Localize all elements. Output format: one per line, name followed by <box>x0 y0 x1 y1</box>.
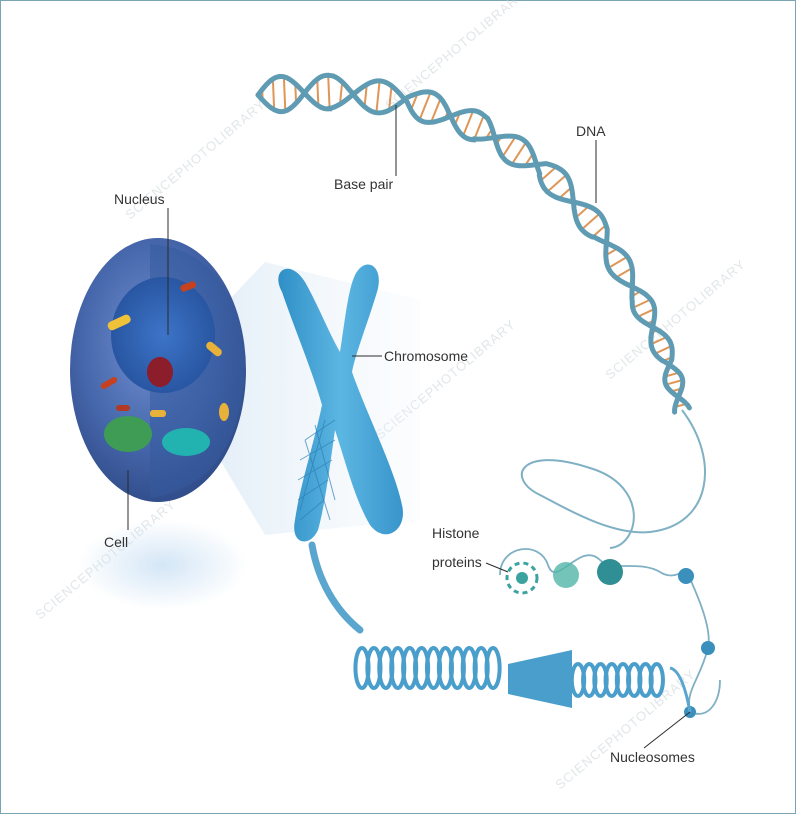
base-pair-rung <box>328 75 329 108</box>
chromatin-tail <box>312 545 360 630</box>
base-pair-rung <box>541 167 557 181</box>
base-pair-rung <box>512 142 526 164</box>
base-pair-rung <box>420 92 431 120</box>
organelle-red <box>116 405 130 411</box>
base-pair-rung <box>633 299 651 307</box>
base-pair-rung <box>284 77 285 111</box>
nucleolus <box>147 357 173 387</box>
nucleosome <box>701 641 715 655</box>
coil-loop <box>487 648 500 688</box>
dna-label: DNA <box>576 123 606 139</box>
base-pair-rung <box>608 257 627 268</box>
nucleosome <box>678 568 694 584</box>
nucleosomes-label: Nucleosomes <box>610 749 695 765</box>
golgi-apparatus <box>104 416 152 452</box>
histone-leader <box>486 563 508 572</box>
coil-loop <box>651 664 663 696</box>
base-pair-rung <box>547 175 566 192</box>
base-pair-rung <box>502 137 515 157</box>
base-pair-rung <box>463 111 473 136</box>
base-pair-rung <box>582 214 600 230</box>
histone-protein <box>553 562 579 588</box>
dna-strand <box>522 410 705 548</box>
base-pair-rung <box>638 309 655 317</box>
base-pair-label: Base pair <box>334 176 393 192</box>
solenoid-coils <box>572 664 663 696</box>
histone-core <box>516 572 528 584</box>
histone-label-line2: proteins <box>432 554 482 570</box>
base-pair-rung <box>376 81 379 113</box>
solenoid-coils <box>355 648 499 688</box>
histone-label-line1: Histone <box>432 525 480 541</box>
mitochondrion <box>150 410 166 417</box>
cell-label: Cell <box>104 534 128 550</box>
base-pair-rung <box>273 79 274 110</box>
base-pair-rung <box>655 346 672 354</box>
cell <box>70 238 248 610</box>
watermark-text: SCIENCEPHOTOLIBRARY <box>552 666 698 792</box>
watermark-text: SCIENCEPHOTOLIBRARY <box>602 256 748 382</box>
nucleus-label: Nucleus <box>114 191 165 207</box>
endoplasmic-reticulum <box>162 428 210 456</box>
chromatin-solenoid <box>508 650 572 708</box>
base-pair-rung <box>317 79 318 106</box>
base-pair-rung <box>616 268 632 277</box>
mitochondrion <box>219 403 229 421</box>
chromosome-label: Chromosome <box>384 348 468 364</box>
base-pair-rung <box>474 115 484 140</box>
histone-protein <box>597 559 623 585</box>
